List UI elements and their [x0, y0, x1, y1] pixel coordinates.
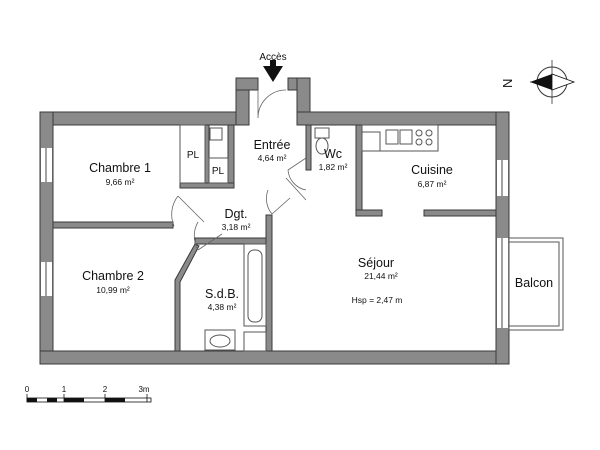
closet-pl2-box — [208, 157, 229, 184]
wall-pl-bottom — [179, 182, 235, 189]
door-entree — [285, 177, 307, 201]
scale-bar — [26, 394, 152, 403]
closet-pl1-label: PL — [187, 150, 200, 161]
scale-tick-1: 1 — [62, 385, 67, 394]
room-chambre2-area: 10,99 m² — [96, 285, 130, 295]
scale-tick-2: 2 — [103, 385, 108, 394]
room-chambre1-area: 9,66 m² — [106, 177, 135, 187]
room-cuisine-name: Cuisine — [411, 163, 453, 177]
duct — [209, 127, 223, 141]
room-sejour-note: Hsp = 2,47 m — [352, 295, 403, 305]
entrance-label: Accès — [259, 52, 286, 63]
room-chambre2-name: Chambre 2 — [82, 269, 144, 283]
room-wc-name: Wc — [324, 147, 342, 161]
wall-chambre1-east — [227, 124, 235, 186]
room-dgt-name: Dgt. — [225, 207, 248, 221]
wall-sdb-east — [265, 214, 273, 352]
room-cuisine-area: 6,87 m² — [418, 179, 447, 189]
room-sejour-area: 21,44 m² — [364, 271, 398, 281]
wall-cuisine-south-left — [355, 209, 383, 217]
scale-tick-3: 3m — [138, 385, 149, 394]
wall-wc-west — [305, 124, 312, 171]
wall-pl-divider — [204, 124, 210, 184]
scale-tick-0: 0 — [25, 385, 30, 394]
closet-pl2-label: PL — [212, 166, 225, 177]
room-entree-area: 4,64 m² — [258, 153, 287, 163]
door-wc — [287, 157, 307, 191]
wall-entry-top-left — [235, 77, 259, 91]
wall-wc-east — [355, 124, 363, 216]
wall-sdb-diagonal — [174, 243, 200, 352]
toilet — [314, 127, 330, 139]
closet-pl1-box — [179, 124, 206, 184]
room-wc-area: 1,82 m² — [319, 162, 348, 172]
north-letter: N — [500, 79, 515, 88]
wall-north-right — [296, 111, 510, 126]
utility-box — [243, 331, 267, 352]
room-entree-name: Entrée — [254, 138, 291, 152]
room-sdb-area: 4,38 m² — [208, 302, 237, 312]
door-chambre1 — [171, 195, 205, 227]
wall-south — [39, 350, 510, 365]
room-sdb-name: S.d.B. — [205, 287, 239, 301]
door-entrance — [257, 89, 287, 119]
wall-chambres-divider — [52, 221, 174, 229]
room-balcon-name: Balcon — [515, 276, 553, 290]
compass-icon — [530, 60, 576, 104]
wall-cuisine-south-right — [423, 209, 497, 217]
room-chambre1-name: Chambre 1 — [89, 161, 151, 175]
room-sejour-name: Séjour — [358, 256, 394, 270]
wall-sdb-north — [194, 237, 270, 245]
room-dgt-area: 3,18 m² — [222, 222, 251, 232]
entrance-arrow-icon — [263, 66, 283, 82]
wall-north — [39, 111, 237, 126]
door-sdb — [193, 221, 223, 251]
door-dgt — [266, 189, 291, 215]
